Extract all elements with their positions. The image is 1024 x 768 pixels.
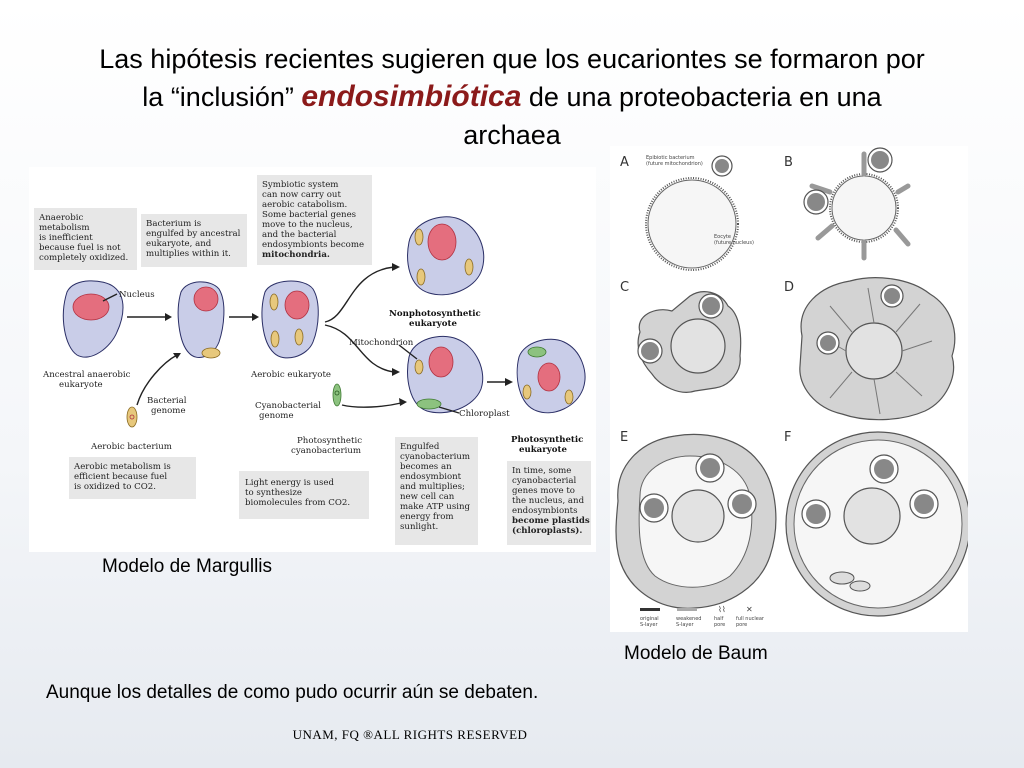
ancestral-eukaryote-cell <box>63 281 123 357</box>
photosynthetic-eukaryote-cell <box>517 339 585 412</box>
arrow-cyano-head <box>399 398 407 406</box>
arrow-3-head <box>505 378 513 386</box>
title-line-2-end: de una proteobacteria en una <box>521 82 881 112</box>
nonphotosynthetic-eukaryote-cell <box>408 217 484 295</box>
title-line-2: la “inclusión” endosimbiótica de una pro… <box>20 78 1004 116</box>
stage-c-letter: C <box>620 280 629 295</box>
stage-d-letter: D <box>784 280 794 295</box>
stage-b-letter: B <box>784 155 793 170</box>
label-chloroplast: Chloroplast <box>459 409 510 419</box>
arrow-branch-down-head <box>392 368 400 376</box>
aerobic-bacterium <box>127 407 137 427</box>
arrow-branch-down <box>325 325 394 372</box>
title-line-2-start: la “inclusión” <box>142 82 301 112</box>
stage-f <box>786 432 968 616</box>
stage-a: Epibiotic bacterium(future mitochondrion… <box>646 155 754 270</box>
title-emphasis: endosimbiótica <box>301 80 521 113</box>
svg-text:✕: ✕ <box>746 605 753 614</box>
arrow-cyano <box>342 403 401 407</box>
label-mitochondrion: Mitochondrion <box>349 338 414 348</box>
engulfing-cyanobacterium-cell <box>408 336 483 412</box>
stage-a-letter: A <box>620 155 629 170</box>
stage-d <box>800 278 955 420</box>
footer: UNAM, FQ ®ALL RIGHTS RESERVED <box>0 727 820 743</box>
stage-e-letter: E <box>620 430 628 445</box>
stage-f-letter: F <box>784 430 791 445</box>
stage-b <box>804 148 908 258</box>
stage-e <box>616 434 776 608</box>
debate-note: Aunque los detalles de como pudo ocurrir… <box>46 682 538 704</box>
label-epibiotic: Epibiotic bacterium(future mitochondrion… <box>646 155 703 167</box>
label-aerobic-eukaryote: Aerobic eukaryote <box>250 370 331 380</box>
label-nucleus: Nucleus <box>119 290 155 300</box>
aerobic-eukaryote-cell <box>262 281 318 358</box>
caption-baum: Modelo de Baum <box>624 643 768 665</box>
svg-text:⌇⌇: ⌇⌇ <box>718 605 726 614</box>
baum-svg: A B C D E F Epibiotic bacterium(future m… <box>610 146 968 632</box>
stage-c <box>638 292 741 393</box>
cyanobacterium <box>333 384 341 406</box>
arrow-2-head <box>252 313 259 321</box>
caption-margulis: Modelo de Margullis <box>102 556 272 578</box>
slide-title: Las hipótesis recientes sugieren que los… <box>20 40 1004 154</box>
label-aerobic-bacterium: Aerobic bacterium <box>90 442 172 452</box>
arrow-branch-up-head <box>392 263 400 271</box>
engulfing-eukaryote-cell <box>178 282 224 358</box>
arrow-1-head <box>165 313 172 321</box>
baum-diagram: A B C D E F Epibiotic bacterium(future m… <box>610 146 968 632</box>
arrow-branch-up <box>325 267 394 322</box>
title-line-1: Las hipótesis recientes sugieren que los… <box>20 40 1004 78</box>
